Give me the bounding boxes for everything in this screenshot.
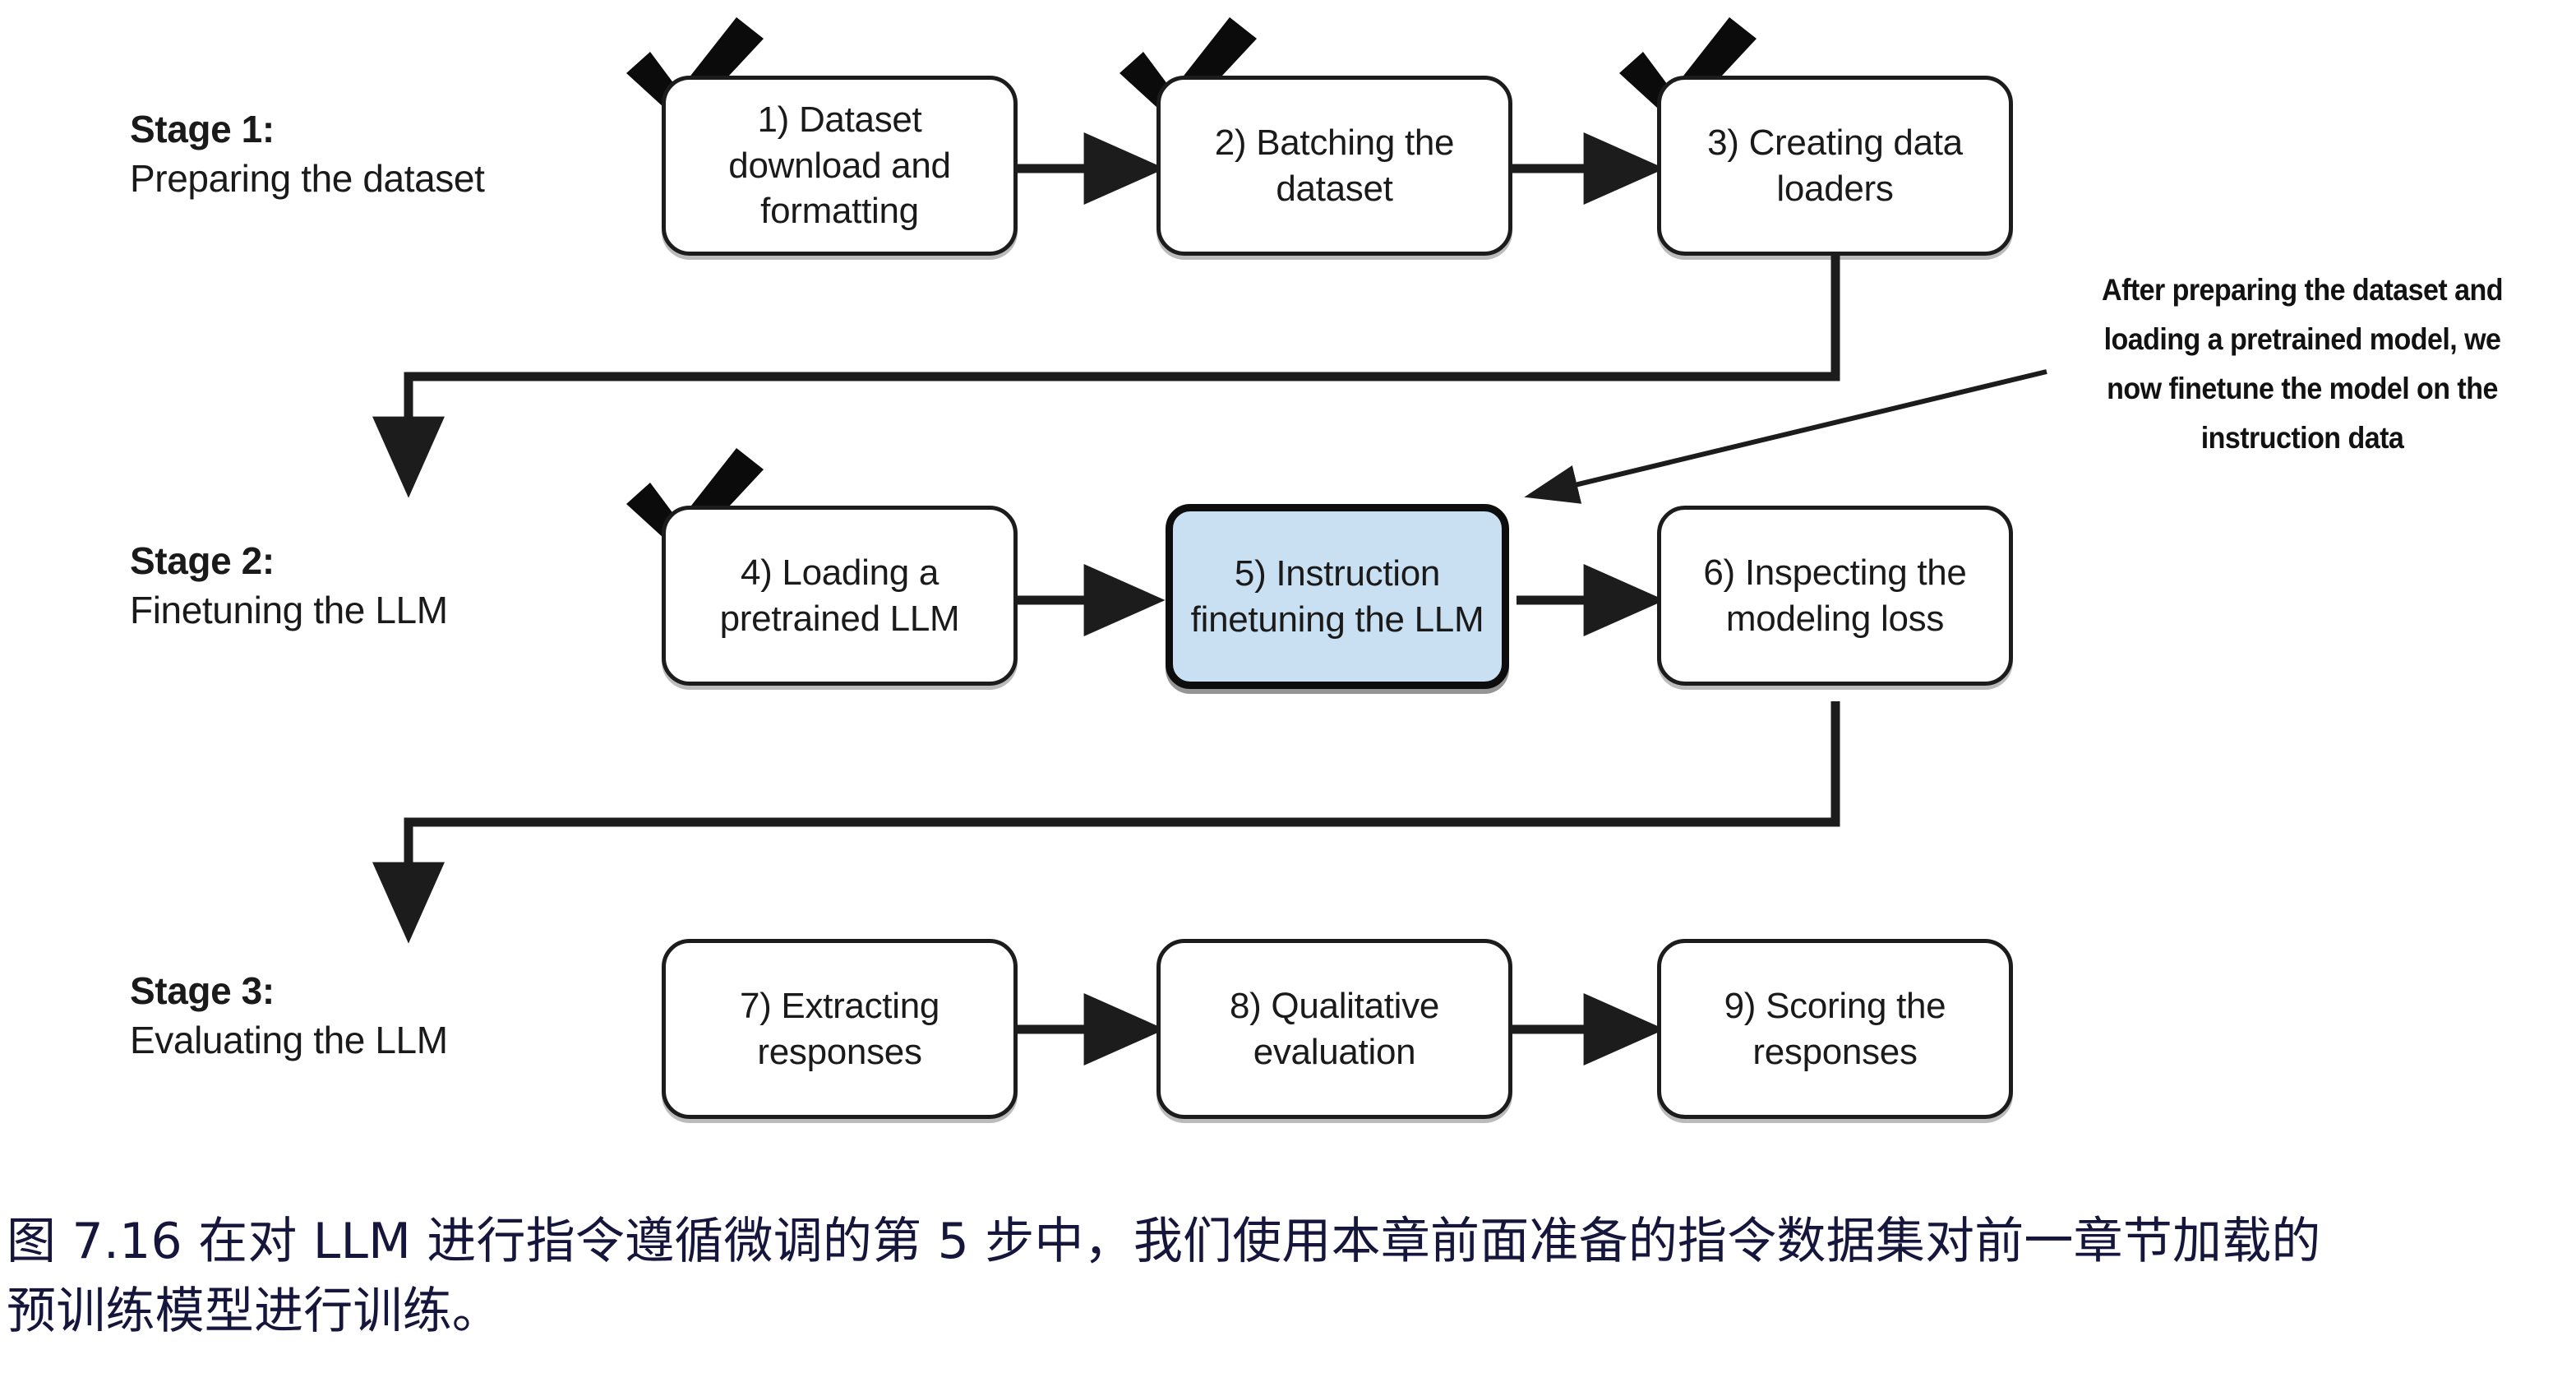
- flow-node-4-label: 4) Loading a pretrained LLM: [719, 552, 960, 639]
- flow-node-7[interactable]: 7) Extracting responses: [662, 939, 1018, 1119]
- stage-2-subtitle: Finetuning the LLM: [130, 589, 448, 632]
- stage-3-title: Stage 3:: [130, 969, 275, 1012]
- annotation-line-3: now finetune the model on the: [2107, 371, 2498, 405]
- stage-label-1: Stage 1: Preparing the dataset: [130, 107, 485, 201]
- connector-row1-to-row2: [372, 256, 1840, 498]
- flow-node-9-label: 9) Scoring the responses: [1724, 986, 1946, 1072]
- flow-node-3[interactable]: 3) Creating data loaders: [1657, 76, 2013, 256]
- figure-caption-line-1: 图 7.16 在对 LLM 进行指令遵循微调的第 5 步中，我们使用本章前面准备…: [7, 1213, 2321, 1270]
- flow-node-7-label: 7) Extracting responses: [739, 986, 940, 1072]
- annotation-leader-arrow: [1524, 369, 2047, 504]
- flow-node-6[interactable]: 6) Inspecting the modeling loss: [1657, 506, 2013, 686]
- flow-node-1[interactable]: 1) Dataset download and formatting: [662, 76, 1018, 256]
- flow-node-5[interactable]: 5) Instruction finetuning the LLM: [1166, 504, 1509, 689]
- flow-node-9[interactable]: 9) Scoring the responses: [1657, 939, 2013, 1119]
- figure-caption-line-2: 预训练模型进行训练。: [7, 1283, 501, 1341]
- stage-1-title: Stage 1:: [130, 108, 275, 150]
- flow-node-8-label: 8) Qualitative evaluation: [1229, 986, 1440, 1072]
- annotation-line-1: After preparing the dataset and: [2102, 273, 2503, 307]
- flow-node-6-label: 6) Inspecting the modeling loss: [1703, 552, 1967, 639]
- stage-3-subtitle: Evaluating the LLM: [130, 1019, 448, 1062]
- connector-row2-to-row3: [372, 701, 1840, 944]
- stage-label-3: Stage 3: Evaluating the LLM: [130, 968, 448, 1063]
- flow-node-5-label: 5) Instruction finetuning the LLM: [1190, 553, 1484, 640]
- stage-1-subtitle: Preparing the dataset: [130, 157, 485, 201]
- annotation-note: After preparing the dataset and loading …: [2064, 266, 2541, 463]
- flow-node-4[interactable]: 4) Loading a pretrained LLM: [662, 506, 1018, 686]
- flow-node-2-label: 2) Batching the dataset: [1214, 123, 1455, 209]
- flow-node-1-label: 1) Dataset download and formatting: [728, 99, 951, 232]
- stage-label-2: Stage 2: Finetuning the LLM: [130, 539, 448, 633]
- flow-node-2[interactable]: 2) Batching the dataset: [1156, 76, 1512, 256]
- annotation-line-2: loading a pretrained model, we: [2103, 321, 2501, 356]
- flow-node-3-label: 3) Creating data loaders: [1707, 123, 1963, 209]
- annotation-line-4: instruction data: [2200, 420, 2404, 455]
- figure-caption: 图 7.16 在对 LLM 进行指令遵循微调的第 5 步中，我们使用本章前面准备…: [7, 1207, 2571, 1347]
- stage-2-title: Stage 2:: [130, 539, 275, 582]
- flow-node-8[interactable]: 8) Qualitative evaluation: [1156, 939, 1512, 1119]
